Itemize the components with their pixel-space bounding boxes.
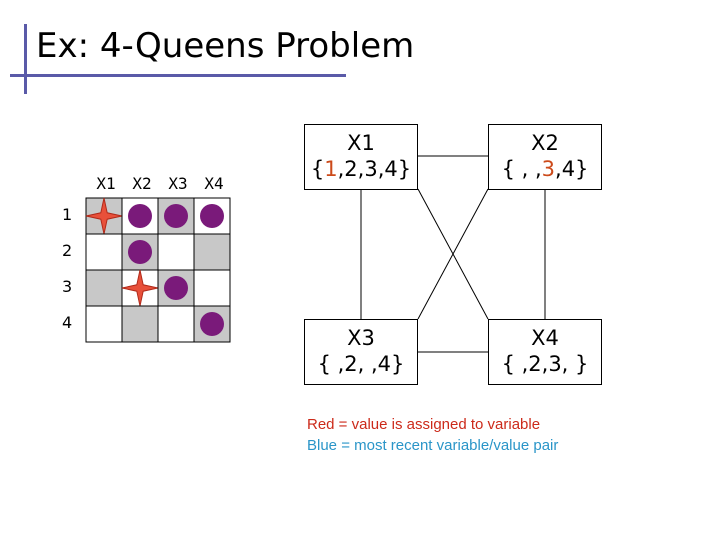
node-x2-domain-rest: ,4} (555, 157, 589, 181)
eliminated-marker-r1-x3 (164, 204, 188, 228)
eliminated-marker-r4-x4 (200, 312, 224, 336)
node-x4-name: X4 (531, 326, 559, 350)
node-x2-domain: { , ,3,4} (489, 156, 601, 182)
node-x3: X3 { ,2, ,4} (304, 319, 418, 385)
board-cell-r4-x3 (157, 305, 195, 343)
node-x3-domain: { ,2, ,4} (317, 352, 405, 376)
node-x2-assigned-value: 3 (541, 157, 556, 181)
node-x2-name: X2 (531, 131, 559, 155)
column-header-x4: X4 (204, 174, 224, 193)
node-x1: X1 {1,2,3,4} (304, 124, 418, 190)
legend: Red = value is assigned to variable Blue… (307, 414, 558, 456)
node-x2-domain-open: { , , (501, 157, 542, 181)
title-accent-vertical (24, 24, 27, 94)
board-cell-r4-x1 (85, 305, 123, 343)
node-x1-assigned-value: 1 (324, 157, 338, 181)
title-accent-horizontal (10, 74, 346, 77)
node-x4-domain: { ,2,3, } (501, 352, 589, 376)
column-header-x1: X1 (96, 174, 116, 193)
board-cell-r2-x4 (193, 233, 231, 271)
node-x1-name: X1 (347, 131, 375, 155)
node-x1-domain-rest: ,2,3,4} (337, 157, 412, 181)
node-x1-domain-open: { (310, 157, 325, 181)
eliminated-marker-r2-x2 (128, 240, 152, 264)
node-x4: X4 { ,2,3, } (488, 319, 602, 385)
legend-red: Red = value is assigned to variable (307, 416, 541, 433)
board-cell-r3-x1 (85, 269, 123, 307)
node-x1-domain: {1,2,3,4} (305, 156, 417, 182)
row-label-2: 2 (62, 241, 73, 260)
row-label-4: 4 (62, 313, 73, 332)
link-x2-x3 (417, 188, 489, 320)
row-label-1: 1 (62, 205, 73, 224)
eliminated-marker-r1-x2 (128, 204, 152, 228)
column-header-x3: X3 (168, 174, 188, 193)
column-header-x2: X2 (132, 174, 152, 193)
node-x2: X2 { , ,3,4} (488, 124, 602, 190)
slide-title: Ex: 4-Queens Problem (36, 26, 415, 66)
eliminated-marker-r3-x3 (164, 276, 188, 300)
legend-blue: Blue = most recent variable/value pair (307, 437, 559, 454)
board-cell-r4-x2 (121, 305, 159, 343)
row-label-3: 3 (62, 277, 73, 296)
eliminated-marker-r1-x4 (200, 204, 224, 228)
board-cell-r2-x3 (157, 233, 195, 271)
node-x3-name: X3 (347, 326, 375, 350)
